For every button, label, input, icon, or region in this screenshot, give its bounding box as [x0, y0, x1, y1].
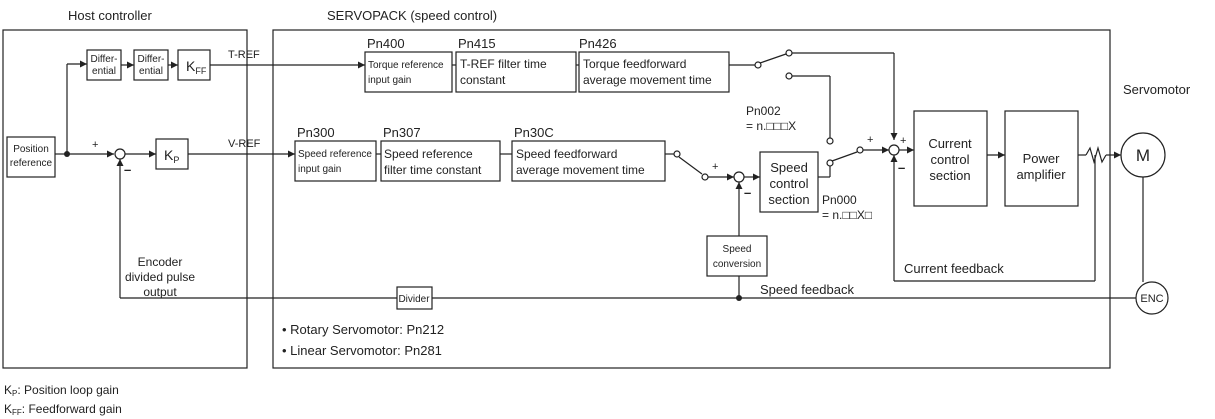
svg-text:–: – [744, 185, 751, 200]
torque-reference-gain-block [364, 51, 453, 93]
pn307-label: Pn307 [383, 125, 421, 140]
servopack-frame [272, 29, 1111, 369]
position-reference-block [6, 136, 56, 178]
rotary-note: • Rotary Servomotor: Pn212 [282, 322, 444, 337]
svg-text:Differ-: Differ- [137, 54, 164, 65]
pn300-label: Pn300 [297, 125, 335, 140]
pn400-label: Pn400 [367, 36, 405, 51]
svg-text:Speed feedforward: Speed feedforward [516, 147, 617, 161]
power-amplifier-block [1004, 110, 1079, 207]
pn426-label: Pn426 [579, 36, 617, 51]
v-ref-label: V-REF [228, 138, 261, 150]
svg-text:M: M [1136, 146, 1150, 165]
position-reference-label-1: Position [13, 144, 49, 155]
svg-text:+: + [92, 139, 98, 151]
speed-feedforward-block [511, 140, 666, 182]
svg-text:Divider: Divider [398, 294, 430, 305]
encoder-output-label-1: Encoder [138, 255, 183, 269]
svg-text:control: control [769, 176, 808, 191]
current-feedback-label: Current feedback [904, 261, 1004, 276]
host-controller-title: Host controller [68, 8, 152, 23]
speed-feedback-label: Speed feedback [760, 282, 854, 297]
t-ref-filter-block [455, 51, 577, 93]
pn415-label: Pn415 [458, 36, 496, 51]
svg-text:input gain: input gain [368, 75, 411, 86]
position-reference-label-2: reference [10, 158, 53, 169]
summing-node-speed [733, 171, 745, 183]
svg-text:conversion: conversion [713, 259, 761, 270]
svg-text:ential: ential [139, 66, 163, 77]
servomotor-title: Servomotor [1123, 82, 1191, 97]
summing-node-position [114, 148, 126, 160]
svg-text:Differ-: Differ- [90, 54, 117, 65]
svg-text:Torque feedforward: Torque feedforward [583, 57, 686, 71]
kp-gain-block [155, 138, 189, 170]
pn002-value: = n.□□□X [746, 119, 796, 133]
svg-text:Speed: Speed [723, 244, 752, 255]
svg-text:Speed reference: Speed reference [384, 147, 473, 161]
svg-text:+: + [900, 135, 906, 147]
speed-reference-filter-block [380, 140, 501, 182]
linear-note: • Linear Servomotor: Pn281 [282, 343, 442, 358]
kp-symbol: KP [164, 147, 179, 165]
pn002-label: Pn002 [746, 104, 781, 118]
speed-conversion-block [706, 235, 768, 277]
svg-text:input gain: input gain [298, 164, 341, 175]
kff-gain-block [177, 49, 211, 81]
speed-reference-gain-block [294, 140, 377, 182]
differential-block-1 [86, 49, 122, 81]
pn000-value: = n.□□X□ [822, 208, 872, 222]
pn30c-label: Pn30C [514, 125, 554, 140]
svg-text:ential: ential [92, 66, 116, 77]
encoder-output-label-3: output [143, 285, 177, 299]
svg-text:–: – [124, 162, 131, 177]
torque-feedforward-block [578, 51, 730, 93]
svg-text:–: – [898, 160, 905, 175]
legend-kff: KFF: Feedforward gain [4, 402, 122, 417]
differential-block-2 [133, 49, 169, 81]
divider-block [396, 286, 433, 310]
svg-text:section: section [929, 168, 970, 183]
pn000-label: Pn000 [822, 193, 857, 207]
svg-text:+: + [867, 134, 873, 146]
svg-text:Current: Current [928, 136, 972, 151]
svg-text:average movement time: average movement time [583, 73, 712, 87]
svg-text:amplifier: amplifier [1016, 167, 1066, 182]
svg-text:ENC: ENC [1140, 293, 1163, 305]
current-sensor-icon [1085, 145, 1107, 165]
svg-text:filter time constant: filter time constant [384, 163, 482, 177]
legend-kp: KP: Position loop gain [4, 383, 119, 398]
servopack-title: SERVOPACK (speed control) [327, 8, 497, 23]
svg-text:control: control [930, 152, 969, 167]
speed-control-section-block [759, 151, 819, 213]
svg-text:Speed: Speed [770, 160, 808, 175]
summing-node-current [888, 144, 900, 156]
svg-text:constant: constant [460, 73, 506, 87]
host-controller-frame [2, 29, 248, 369]
encoder-output-label-2: divided pulse [125, 270, 195, 284]
svg-text:Torque reference: Torque reference [368, 60, 444, 71]
svg-text:Power: Power [1023, 151, 1061, 166]
svg-text:+: + [712, 161, 718, 173]
svg-text:average movement time: average movement time [516, 163, 645, 177]
svg-text:T-REF filter time: T-REF filter time [460, 57, 547, 71]
t-ref-label: T-REF [228, 49, 260, 61]
svg-text:section: section [768, 192, 809, 207]
current-control-section-block [913, 110, 988, 207]
svg-text:Speed reference: Speed reference [298, 149, 372, 160]
kff-symbol: KFF [186, 58, 207, 76]
